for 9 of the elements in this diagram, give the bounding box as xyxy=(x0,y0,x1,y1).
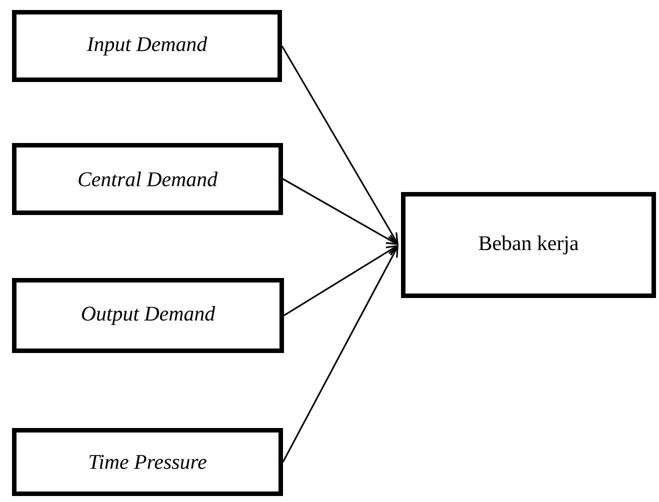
process-box: Input Demand xyxy=(12,10,282,82)
arrow xyxy=(281,46,398,245)
process-box: Time Pressure xyxy=(12,428,283,496)
process-box: Beban kerja xyxy=(401,192,656,298)
process-box: Output Demand xyxy=(12,278,284,353)
arrow xyxy=(284,245,398,316)
process-box: Central Demand xyxy=(12,143,283,215)
arrow xyxy=(282,178,398,245)
arrow xyxy=(282,245,398,462)
